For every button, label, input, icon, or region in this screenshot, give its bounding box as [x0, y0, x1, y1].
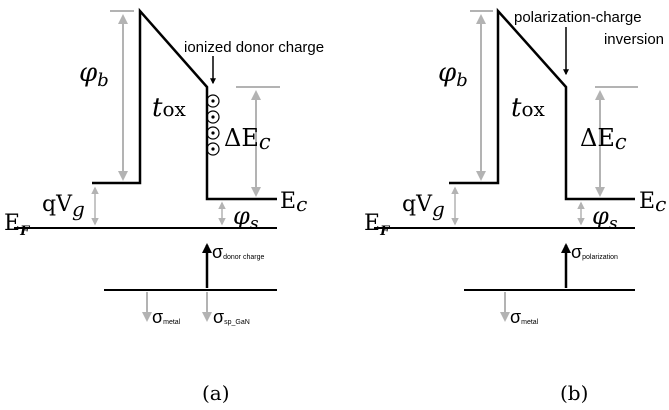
donor-charge-symbol [206, 126, 220, 140]
ef-label-a: EF [4, 211, 30, 239]
band-edge-outline-a [92, 7, 277, 201]
polarization-annotation-line1-b: polarization-charge [514, 9, 642, 26]
ef-label-b: EF [364, 211, 390, 239]
t-ox-label-a: tox [152, 93, 186, 123]
panel-b: φb tox ΔEc qVg EF Ec φs polarization-cha… [364, 7, 666, 405]
polarization-annotation-line2-b: inversion [604, 31, 664, 48]
delta-ec-label-b: ΔEc [580, 124, 627, 154]
phi-b-label-a: φb [79, 58, 109, 91]
qvg-label-a: qVg [42, 192, 85, 221]
phi-b-label-b: φb [438, 58, 468, 91]
donor-charge-dot [211, 131, 215, 135]
delta-ec-label-a: ΔEc [224, 124, 271, 154]
sigma-metal-label-b: σmetal [510, 307, 539, 327]
ec-label-b: Ec [639, 189, 666, 216]
donor-charge-dot [211, 147, 215, 151]
t-ox-label-b: tox [511, 93, 545, 123]
donor-charge-symbol [206, 110, 220, 124]
donor-charge-annotation-a: ionized donor charge [184, 39, 324, 56]
sigma-sp-label-a: σsp_GaN [213, 307, 250, 327]
sigma-metal-label-a: σmetal [152, 307, 181, 327]
caption-b: (b) [560, 381, 588, 405]
donor-charge-dot [211, 115, 215, 119]
phi-s-label-a: φs [233, 202, 259, 234]
band-edge-outline-b [449, 7, 635, 201]
qvg-label-b: qVg [402, 192, 445, 221]
phi-s-label-b: φs [592, 202, 618, 234]
caption-a: (a) [202, 381, 230, 405]
ionized-donor-symbols [206, 94, 220, 156]
sigma-polarization-label-b: σpolarization [571, 242, 618, 262]
donor-charge-symbol [206, 142, 220, 156]
panel-a: φb tox ΔEc qVg EF Ec φs ionized donor ch… [4, 7, 324, 405]
donor-charge-dot [211, 99, 215, 103]
donor-charge-symbol [206, 94, 220, 108]
ec-label-a: Ec [280, 189, 307, 216]
sigma-donor-label-a: σdonor charge [212, 242, 264, 262]
